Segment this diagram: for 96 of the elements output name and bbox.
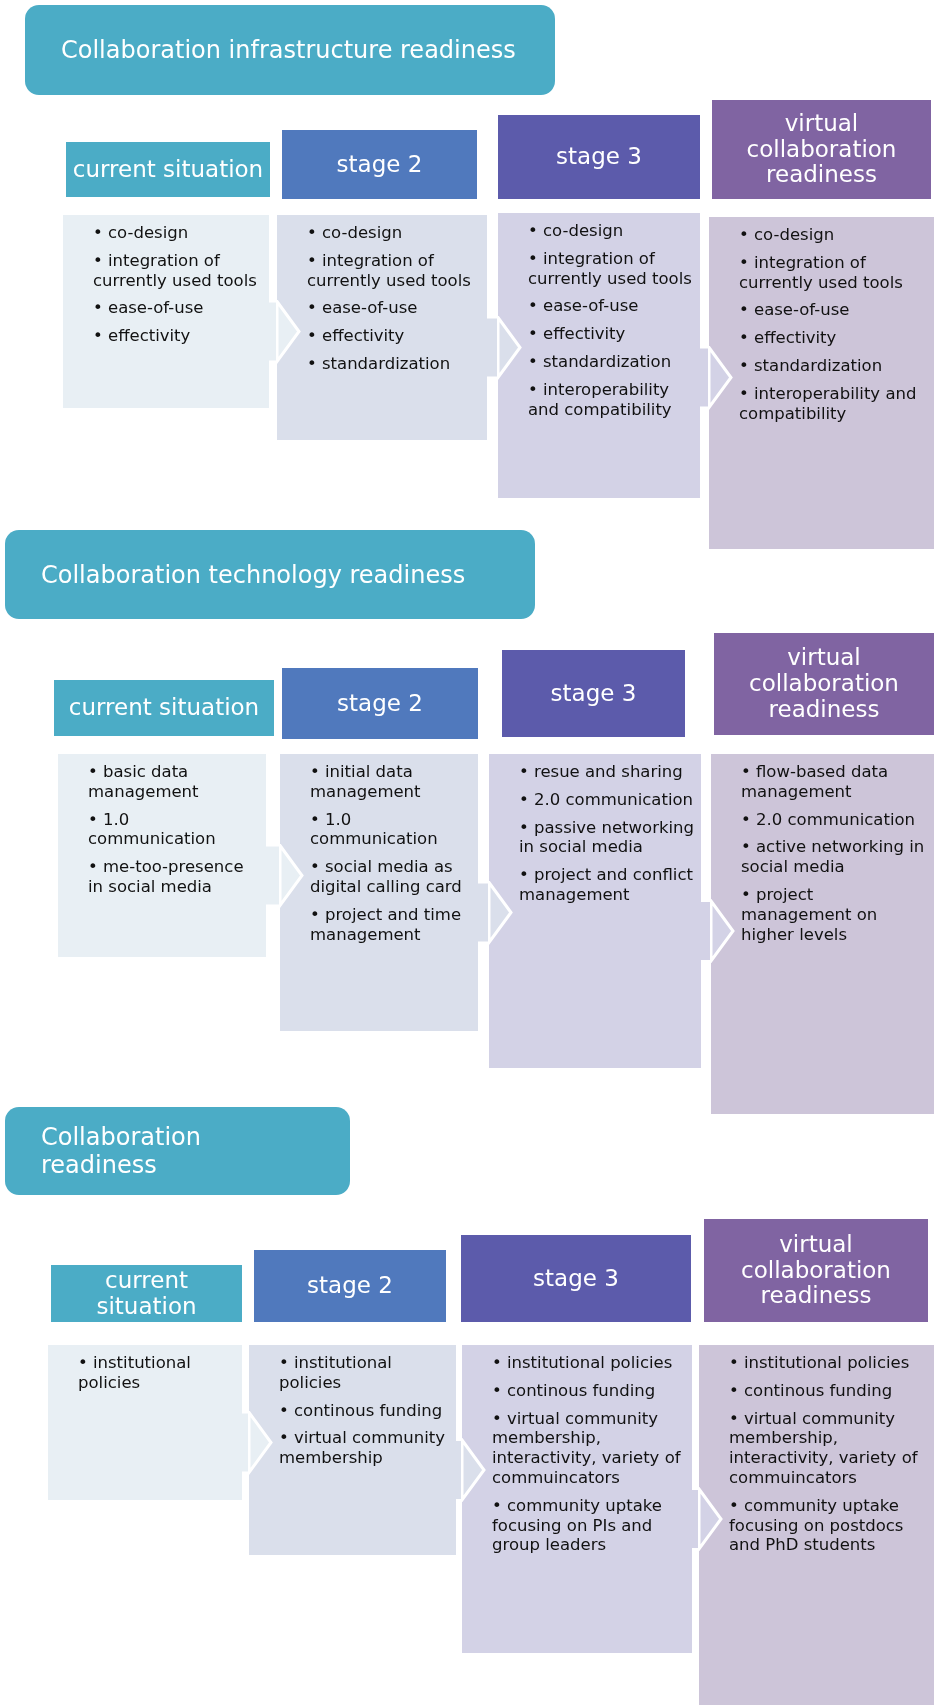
bullet-item: • standardization: [739, 356, 884, 376]
stage-card: [699, 1345, 934, 1705]
section-title-band: [25, 5, 555, 95]
chevron-arrow: [269, 300, 301, 363]
stage-card: [280, 754, 478, 1031]
column-header: [51, 1265, 242, 1322]
chevron-arrow: [456, 1438, 486, 1502]
bullet-item: • 2.0 communication: [741, 809, 917, 830]
chevron-arrow: [478, 881, 513, 944]
bullet-item: • 2.0 communication: [519, 789, 695, 810]
bullet-item: • basic data management: [88, 762, 200, 802]
bullet-item: • passive networking in social media: [519, 817, 695, 858]
stage-card: [498, 213, 700, 498]
bullet-item: • project and time management: [310, 904, 463, 945]
bullet-item: • effectivity: [307, 326, 406, 346]
chevron-arrow: [242, 1411, 273, 1474]
bullet-item: • integration of currently used tools: [307, 250, 472, 291]
bullet-item: • continous funding: [279, 1400, 444, 1421]
header-text: stage 2: [337, 690, 423, 717]
bullet-item: • virtual community membership, interactivity, variety of commuincators: [729, 1408, 919, 1488]
section-title: Collaboration technology readiness: [41, 560, 466, 589]
bullet-item: • project management on higher levels: [741, 885, 879, 945]
bullet-item: • institutional policies: [279, 1353, 393, 1393]
stage-card: [277, 215, 487, 440]
bullet-item: • standardization: [528, 352, 673, 372]
column-header: [712, 100, 931, 199]
bullet-item: • co-design: [528, 221, 625, 241]
header-text: virtual collaboration readiness: [740, 1231, 892, 1310]
bullet-item: • effectivity: [739, 328, 838, 348]
bullet-item: • interoperability and compatibility: [739, 383, 918, 424]
header-text: current situation: [95, 1267, 198, 1320]
bullet-item: • standardization: [307, 354, 452, 374]
bullet-item: • active networking in social media: [741, 837, 926, 877]
column-header: [54, 680, 274, 736]
column-header: [66, 142, 270, 197]
bullet-item: • interoperability and compatibility: [528, 379, 673, 420]
header-text: current situation: [72, 156, 264, 183]
column-header: [282, 130, 477, 199]
bullet-item: • integration of currently used tools: [739, 252, 904, 293]
stage-card: [462, 1345, 692, 1653]
section-title-band: [5, 530, 535, 619]
stage-card: [249, 1345, 456, 1555]
chevron-arrow: [487, 316, 522, 379]
bullet-item: • institutional policies: [729, 1353, 911, 1373]
column-header: [704, 1219, 928, 1322]
chevron-arrow: [692, 1487, 723, 1551]
section-title-band: [5, 1107, 350, 1195]
bullet-item: • ease-of-use: [93, 298, 205, 319]
column-header: [498, 115, 700, 199]
bullet-item: • ease-of-use: [528, 296, 640, 317]
bullet-item: • resue and sharing: [519, 762, 684, 782]
header-text: stage 2: [336, 151, 423, 178]
bullet-item: • ease-of-use: [739, 300, 851, 321]
bullet-item: • co-design: [307, 223, 404, 243]
bullet-item: • project and conflict management: [519, 865, 694, 905]
bullet-item: • integration of currently used tools: [93, 250, 258, 291]
bullet-item: • co-design: [739, 225, 836, 245]
header-text: stage 3: [556, 144, 642, 170]
bullet-item: • integration of currently used tools: [528, 248, 693, 289]
header-text: current situation: [68, 695, 260, 721]
column-header: [254, 1250, 446, 1322]
chevron-arrow: [700, 346, 733, 409]
bullet-item: • effectivity: [528, 324, 627, 344]
bullet-item: • co-design: [93, 223, 190, 243]
bullet-item: • effectivity: [93, 326, 192, 346]
bullet-item: • 1.0 communication: [310, 809, 439, 850]
bullet-item: • continous funding: [492, 1380, 657, 1401]
bullet-item: • flow-based data management: [741, 762, 890, 802]
chevron-arrow: [266, 844, 304, 907]
stage-card: [711, 754, 934, 1114]
header-text: stage 2: [307, 1273, 393, 1299]
section-title: Collaboration infrastructure readiness: [61, 36, 516, 64]
header-text: virtual collaboration readiness: [745, 110, 898, 189]
column-header: [714, 633, 934, 735]
bullet-item: • institutional policies: [492, 1353, 674, 1373]
bullet-item: • social media as digital calling card: [310, 857, 463, 897]
bullet-item: • continous funding: [729, 1380, 894, 1401]
header-text: stage 3: [533, 1265, 619, 1292]
section-title: Collaboration readiness: [41, 1123, 202, 1179]
column-header: [282, 668, 478, 739]
header-text: stage 3: [550, 680, 637, 707]
bullet-item: • initial data management: [310, 762, 422, 802]
bullet-item: • community uptake focusing on PIs and group leaders: [492, 1495, 663, 1556]
bullet-item: • virtual community membership, interactivity, variety of commuincators: [492, 1408, 682, 1488]
bullet-item: • 1.0 communication: [88, 809, 217, 850]
header-text: virtual collaboration readiness: [748, 645, 900, 723]
bullet-item: • me-too-presence in social media: [88, 857, 245, 897]
bullet-item: • virtual community membership: [279, 1428, 447, 1468]
column-header: [461, 1235, 691, 1322]
bullet-item: • community uptake focusing on postdocs and PhD students: [729, 1495, 905, 1556]
stage-card: [489, 754, 701, 1068]
bullet-item: • institutional policies: [78, 1353, 192, 1393]
column-header: [502, 650, 685, 737]
bullet-item: • ease-of-use: [307, 298, 419, 319]
chevron-arrow: [701, 899, 735, 963]
stage-card: [709, 217, 934, 549]
